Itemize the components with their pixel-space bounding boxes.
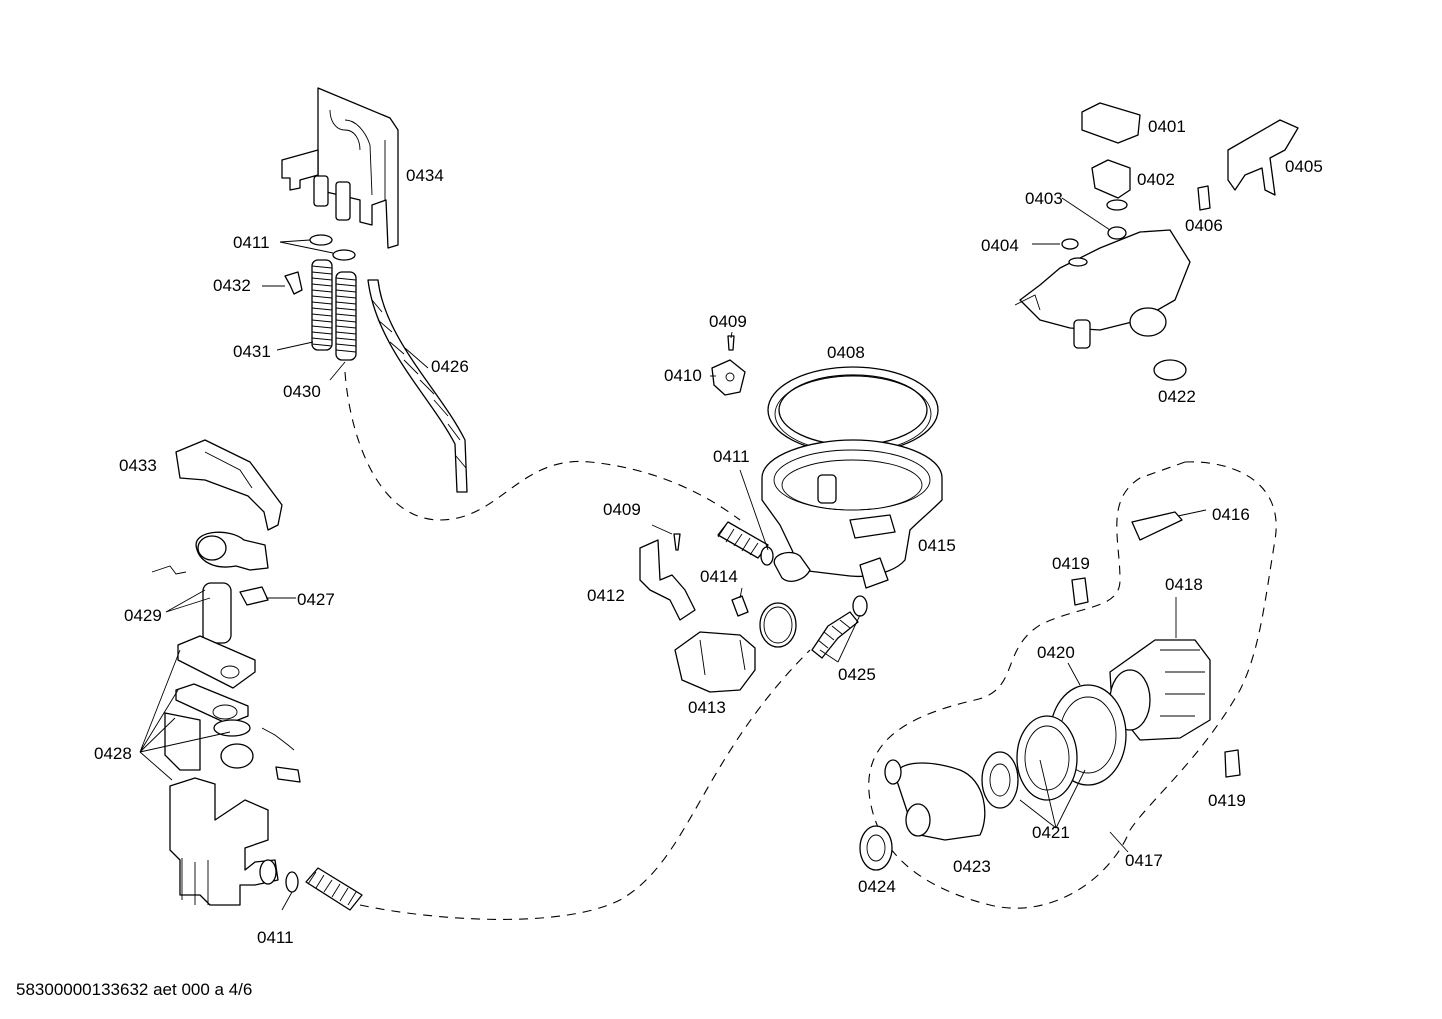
part-label: 0430 <box>283 382 321 401</box>
part-label: 0411 <box>233 233 270 252</box>
check-valve-part <box>1131 511 1183 541</box>
part-label: 0422 <box>1158 387 1196 406</box>
part-label: 0431 <box>233 342 271 361</box>
corrugated-hose-0431 <box>311 259 333 351</box>
connector-plug-part <box>1091 159 1131 211</box>
part-label: 0428 <box>94 744 132 763</box>
sump-part <box>761 439 943 589</box>
connector-part <box>1081 102 1141 144</box>
water-inlet-valve-part <box>169 777 279 906</box>
clip-part <box>1224 749 1241 778</box>
o-ring-part <box>1061 238 1079 250</box>
part-label: 0411 <box>257 928 294 947</box>
part-label: 0410 <box>664 366 702 385</box>
part-label: 0429 <box>124 606 162 625</box>
part-label: 0401 <box>1148 117 1186 136</box>
water-distributor-part <box>281 87 399 249</box>
part-label: 0416 <box>1212 505 1250 524</box>
corrugated-hose-0425 <box>811 595 868 659</box>
part-label: 0414 <box>700 567 738 586</box>
flow-meter-part <box>151 531 269 644</box>
part-label: 0432 <box>213 276 251 295</box>
part-label: 0419 <box>1208 791 1246 810</box>
clip-part <box>284 271 303 295</box>
plug-part <box>731 595 749 617</box>
hose-routing-dashed-line <box>344 371 741 521</box>
part-label: 0403 <box>1025 189 1063 208</box>
part-label: 0408 <box>827 343 865 362</box>
bracket-part <box>1227 119 1299 196</box>
corrugated-hose-lower <box>305 867 363 911</box>
part-label: 0417 <box>1125 851 1163 870</box>
part-label: 0409 <box>709 312 747 331</box>
grommet-part <box>859 825 893 871</box>
part-label: 0418 <box>1165 575 1203 594</box>
impeller-seal-part <box>981 715 1078 809</box>
sensor-stack-part <box>164 635 301 783</box>
part-label: 0424 <box>858 877 896 896</box>
part-label: 0425 <box>838 665 876 684</box>
clip-part <box>239 586 269 606</box>
o-ring-part <box>332 249 356 261</box>
screw-part <box>673 533 681 551</box>
o-ring-part <box>1107 226 1127 240</box>
part-label: 0405 <box>1285 157 1323 176</box>
part-label: 0411 <box>713 447 750 466</box>
part-label: 0423 <box>953 857 991 876</box>
part-label: 0427 <box>297 590 335 609</box>
bracket-part <box>711 359 746 396</box>
o-ring-part <box>309 234 333 246</box>
circulation-pump-motor-part <box>1109 639 1211 741</box>
part-label: 0420 <box>1037 643 1075 662</box>
document-id: 58300000133632 aet 000 a 4/6 <box>16 980 253 999</box>
hose-clamp-part <box>1153 359 1187 381</box>
part-label: 0406 <box>1185 216 1223 235</box>
holder-part <box>639 539 696 621</box>
o-ring-part <box>760 546 774 566</box>
cover-part <box>175 439 283 531</box>
part-label: 0434 <box>406 166 444 185</box>
diverter-valve-part <box>1014 229 1191 349</box>
clip-part <box>1197 185 1211 211</box>
part-label: 0413 <box>688 698 726 717</box>
part-label: 0419 <box>1052 554 1090 573</box>
clip-part <box>1071 577 1089 606</box>
corrugated-hose-0430 <box>335 271 357 361</box>
braided-hose-part <box>367 279 468 493</box>
screw-part <box>727 335 735 351</box>
o-ring-part <box>285 871 299 893</box>
part-label: 0421 <box>1032 823 1070 842</box>
gasket-part <box>759 602 797 648</box>
part-label: 0402 <box>1137 170 1175 189</box>
pump-volute-part <box>884 759 986 841</box>
heater-relay-part <box>674 631 756 693</box>
pump-group-dashed-outline <box>868 461 1277 909</box>
part-label: 0404 <box>981 236 1019 255</box>
part-label: 0433 <box>119 456 157 475</box>
part-label: 0409 <box>603 500 641 519</box>
hose-routing-dashed-line-lower <box>359 649 811 920</box>
filter-ring-part <box>767 366 939 454</box>
part-label: 0426 <box>431 357 469 376</box>
part-label: 0415 <box>918 536 956 555</box>
part-label: 0412 <box>587 586 625 605</box>
